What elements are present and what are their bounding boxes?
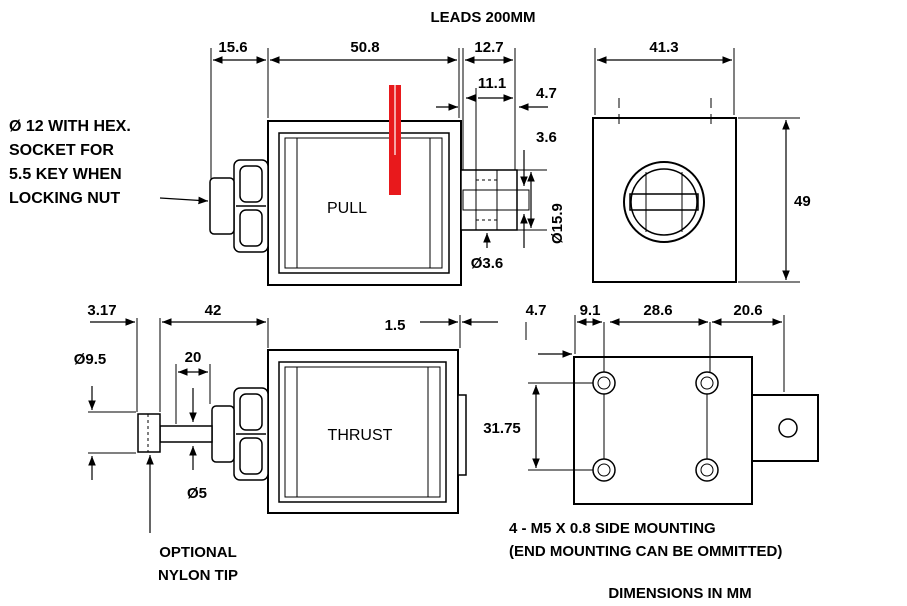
mounting-view (528, 322, 819, 505)
end-view-hex-inner (630, 168, 698, 236)
labels-hex_socket_4-label: LOCKING NUT (9, 190, 120, 207)
dimensions-d42-label: 42 (205, 302, 222, 319)
pull-thread-boss (209, 177, 235, 235)
dimensions-d15_9-label: Ø15.9 (549, 203, 566, 244)
pull-label: PULL (327, 200, 367, 217)
end-view (592, 98, 737, 283)
dimensions-d49-label: 49 (794, 193, 811, 210)
end-view-body (592, 117, 737, 283)
labels-nylon_1-label: OPTIONAL (159, 544, 237, 561)
labels-hex_socket_3-label: 5.5 KEY WHEN (9, 166, 122, 183)
mounting-holes (592, 371, 719, 482)
nylon-tip (137, 413, 161, 453)
pull-coil-right (429, 137, 443, 269)
mounting-tab (751, 394, 819, 462)
dimensions-d50_8-label: 50.8 (350, 39, 379, 56)
dimensions-d3_6_dia-label: Ø3.6 (471, 255, 504, 272)
leads-title: LEADS 200MM (430, 9, 535, 26)
nylon-tip-callout: OPTIONAL NYLON TIP (158, 544, 238, 584)
end-view-hex-outer (623, 161, 705, 243)
pull-plunger (460, 169, 518, 231)
dimensions-d5-label: Ø5 (187, 485, 207, 502)
dimensions-d9_1-label: 9.1 (580, 302, 601, 319)
dimensions-d1_5-label: 1.5 (385, 317, 406, 334)
units-footer: DIMENSIONS IN MM (608, 585, 751, 602)
hex-socket-callout: Ø 12 WITH HEX. SOCKET FOR 5.5 KEY WHEN L… (9, 118, 209, 207)
labels-mounting_1-label: 4 - M5 X 0.8 SIDE MOUNTING (509, 520, 716, 537)
labels-hex_socket_2-label: SOCKET FOR (9, 142, 114, 159)
dimensions-d28_6-label: 28.6 (643, 302, 672, 319)
dimensions-d20-label: 20 (185, 349, 202, 366)
dimensions-d3_17-label: 3.17 (87, 302, 116, 319)
dimensions-d20_6-label: 20.6 (733, 302, 762, 319)
dimensions-d9_5-label: Ø9.5 (74, 351, 107, 368)
labels-hex_socket_1-label: Ø 12 WITH HEX. (9, 118, 131, 135)
labels-nylon_2-label: NYLON TIP (158, 567, 238, 584)
dimensions-d12_7-label: 12.7 (474, 39, 503, 56)
thrust-dimensions: 3.17 42 1.5 Ø9.5 20 Ø5 (74, 302, 498, 533)
thrust-rod (159, 425, 213, 443)
mounting-dimensions: 4.7 9.1 28.6 20.6 31.75 (483, 302, 785, 468)
dimensions-d3_6-label: 3.6 (536, 129, 557, 146)
pull-coil-left (284, 137, 298, 269)
dimensions-d31_75-label: 31.75 (483, 420, 521, 437)
dimensions-d41_3-label: 41.3 (649, 39, 678, 56)
thrust-view: THRUST (137, 349, 467, 514)
dimensions-d11_1-label: 11.1 (478, 75, 506, 92)
dimensions-d15_6-label: 15.6 (218, 39, 247, 56)
thrust-label: THRUST (328, 427, 393, 444)
dimensions-d4_7_top-label: 4.7 (536, 85, 557, 102)
pull-view: PULL (209, 85, 530, 286)
pull-dimensions: 15.6 50.8 12.7 11.1 4.7 Ø15.9 3.6 Ø3.6 (210, 39, 566, 272)
dimensions-d4_7_bottom-label: 4.7 (526, 302, 547, 319)
mounting-body (573, 356, 753, 505)
pull-body-inner (278, 132, 450, 274)
mounting-callout: 4 - M5 X 0.8 SIDE MOUNTING (END MOUNTING… (509, 520, 782, 560)
labels-mounting_2-label: (END MOUNTING CAN BE OMMITTED) (509, 543, 782, 560)
end-view-dimensions: 41.3 49 (594, 39, 811, 283)
